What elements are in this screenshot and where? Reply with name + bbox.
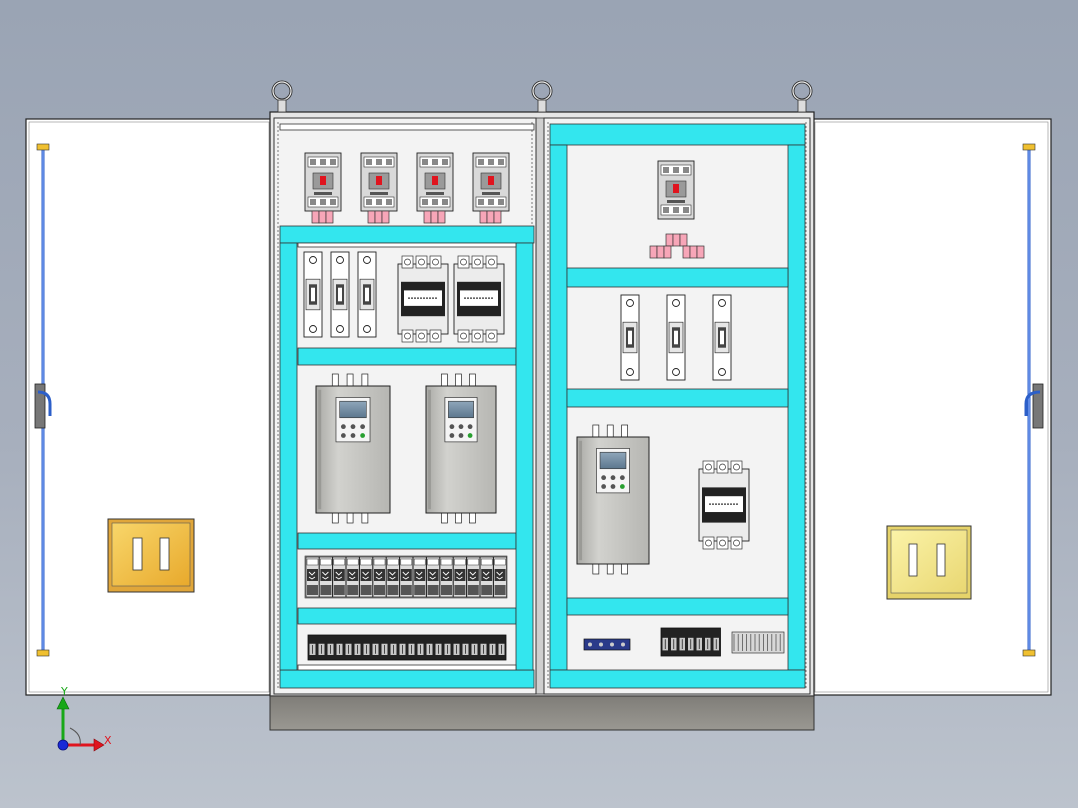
- fuse-holder-icon: [303, 251, 323, 338]
- axis-x-label: X: [104, 734, 112, 747]
- relay-icon: [426, 556, 440, 598]
- contactor-icon: [453, 255, 505, 343]
- inverter-row-left: [315, 373, 497, 524]
- relay-icon: [479, 556, 494, 598]
- fuse-holder-icon: [330, 251, 350, 338]
- right-bay-rails: [549, 123, 806, 689]
- fuse-block-icon: [665, 233, 688, 247]
- inverter-right: [576, 424, 650, 575]
- circuit-breaker-icon: [304, 152, 342, 212]
- small-terminal-block: [583, 638, 631, 651]
- circuit-breaker-icon: [472, 152, 510, 212]
- inverter-icon: [576, 424, 650, 575]
- relay-icon: [493, 556, 507, 598]
- lifting-eye-icon: [271, 80, 813, 113]
- left-door: [25, 118, 273, 696]
- left-bay-rails: [279, 123, 535, 689]
- fuse-block-cluster: [649, 233, 705, 259]
- relay-icon: [345, 556, 360, 598]
- fuse-holder-icon: [712, 294, 732, 381]
- center-post: [535, 117, 545, 695]
- contactor-icon: [397, 255, 449, 343]
- right-door: [811, 118, 1052, 696]
- relay-icon: [386, 556, 400, 598]
- terminal-strip-right: [583, 627, 785, 657]
- relay-icon: [453, 556, 467, 598]
- relay-icon: [399, 556, 414, 598]
- contactor-right: [698, 460, 750, 550]
- axis-triad-icon: Y X: [56, 685, 112, 752]
- fuse-block-icon: [423, 210, 446, 224]
- right-circuit-breaker: [657, 160, 695, 220]
- main-circuit-breaker-row: [304, 152, 510, 224]
- fuse-holder-icon: [666, 294, 686, 381]
- relay-icon: [319, 556, 333, 598]
- fuse-block-icon: [649, 245, 672, 259]
- relay-row: [304, 555, 508, 599]
- relay-icon: [439, 556, 454, 598]
- relay-icon: [332, 556, 347, 598]
- left-door-lock-icon[interactable]: [107, 518, 195, 593]
- fuse-block-icon: [479, 210, 502, 224]
- contactor-icon: [698, 460, 750, 550]
- wire-duct-block: [731, 631, 785, 654]
- right-door-lock-icon[interactable]: [886, 525, 972, 600]
- circuit-breaker-icon: [360, 152, 398, 212]
- inverter-icon: [425, 373, 497, 524]
- fuse-holder-icon: [620, 294, 640, 381]
- fuse-holder-row-right: [620, 294, 732, 381]
- axis-y-label: Y: [60, 685, 68, 698]
- left-door-handle-icon[interactable]: [34, 143, 52, 657]
- relay-icon: [466, 556, 481, 598]
- relay-icon: [372, 556, 387, 598]
- terminal-strip-left: [307, 634, 507, 661]
- terminal-block-icon: [660, 627, 721, 657]
- circuit-breaker-icon: [657, 160, 695, 220]
- fuse-block-icon: [367, 210, 390, 224]
- fuse-block-icon: [311, 210, 334, 224]
- cabinet-plinth: [269, 695, 815, 731]
- terminal-block-icon: [307, 634, 507, 661]
- relay-icon: [359, 556, 373, 598]
- contactor-row-left: [397, 255, 505, 343]
- fuse-holder-icon: [357, 251, 377, 338]
- fuse-holder-row-left: [303, 251, 377, 338]
- circuit-breaker-icon: [416, 152, 454, 212]
- relay-icon: [305, 556, 320, 598]
- inverter-icon: [315, 373, 391, 524]
- relay-icon: [412, 556, 427, 598]
- right-door-handle-icon[interactable]: [1022, 143, 1044, 657]
- fuse-block-icon: [682, 245, 705, 259]
